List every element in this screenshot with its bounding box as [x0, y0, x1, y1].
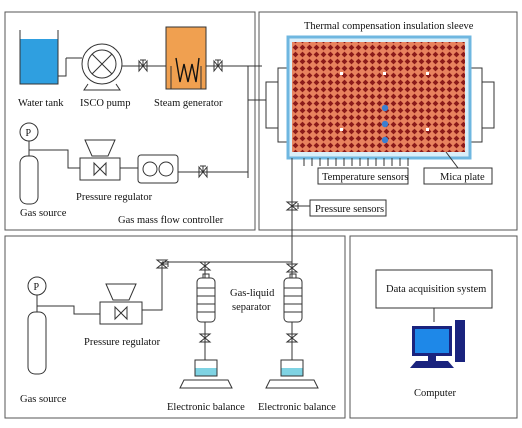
electronic-balance-2-label: Electronic balance: [258, 402, 336, 413]
pressure-sensors-label: Pressure sensors: [315, 204, 384, 215]
pressure-gauge-top-symbol: P: [26, 128, 32, 139]
water-tank-label: Water tank: [18, 98, 64, 109]
computer-label: Computer: [414, 388, 456, 399]
thermal-sleeve-label: Thermal compensation insulation sleeve: [304, 21, 474, 32]
sand-pack: [292, 42, 465, 152]
isco-pump-label: ISCO pump: [80, 98, 130, 109]
gas-source-bottom: P: [27, 276, 47, 375]
panel-computer: [349, 235, 518, 419]
gas-mass-flow-controller: [137, 154, 179, 184]
pressure-regulator-bottom-label: Pressure regulator: [84, 337, 161, 348]
valve-steam-outlet: [213, 59, 223, 73]
temperature-sensors-box: [317, 167, 409, 185]
mica-plate-label: Mica plate: [440, 172, 485, 183]
gas-source-bottom-label: Gas source: [20, 394, 67, 405]
embedded-sensor-points: [340, 72, 429, 144]
gas-liquid-separator-label-line1: Gas-liquid: [230, 288, 275, 299]
pressure-regulator-top-label: Pressure regulator: [76, 192, 153, 203]
electronic-balance-1-label: Electronic balance: [167, 402, 245, 413]
electronic-balance-2: [265, 359, 319, 389]
gas-mass-flow-controller-label: Gas mass flow controller: [118, 215, 224, 226]
valve-separator-2-inlet: [285, 263, 299, 273]
gas-liquid-separator-label-line2: separator: [232, 302, 271, 313]
gas-source-top-label: Gas source: [20, 208, 67, 219]
valve-isco-outlet: [138, 59, 148, 73]
temperature-sensor-leads: [303, 158, 409, 166]
steam-generator: [165, 26, 207, 90]
right-end-cap: [467, 67, 495, 143]
electronic-balance-1: [179, 359, 233, 389]
steam-generator-label: Steam generator: [154, 98, 223, 109]
valve-separator-1-outlet: [198, 333, 212, 343]
panel-production: [4, 235, 346, 419]
gas-liquid-separator-2: [283, 273, 303, 323]
isco-pump: [81, 43, 123, 91]
pressure-gauge-bottom-symbol: P: [34, 282, 40, 293]
valve-separator-2-outlet: [285, 333, 299, 343]
panel-core-holder: [258, 11, 518, 231]
panel-injection: [4, 11, 256, 231]
valve-separator-1-inlet: [198, 261, 212, 271]
gas-source-top: P: [19, 122, 39, 205]
data-acquisition-label: Data acquisition system: [386, 284, 486, 295]
computer-icon: [410, 320, 465, 368]
gas-liquid-separator-1: [196, 273, 216, 323]
water-tank: [19, 30, 67, 85]
pressure-regulator-top: [79, 139, 121, 181]
valve-gas-line: [198, 165, 208, 179]
pressure-regulator-bottom: [99, 283, 143, 325]
temperature-sensors-label: Temperature sensors: [322, 172, 408, 183]
pressure-sensors-box: [309, 199, 387, 217]
valve-regulator-line: [155, 259, 169, 269]
